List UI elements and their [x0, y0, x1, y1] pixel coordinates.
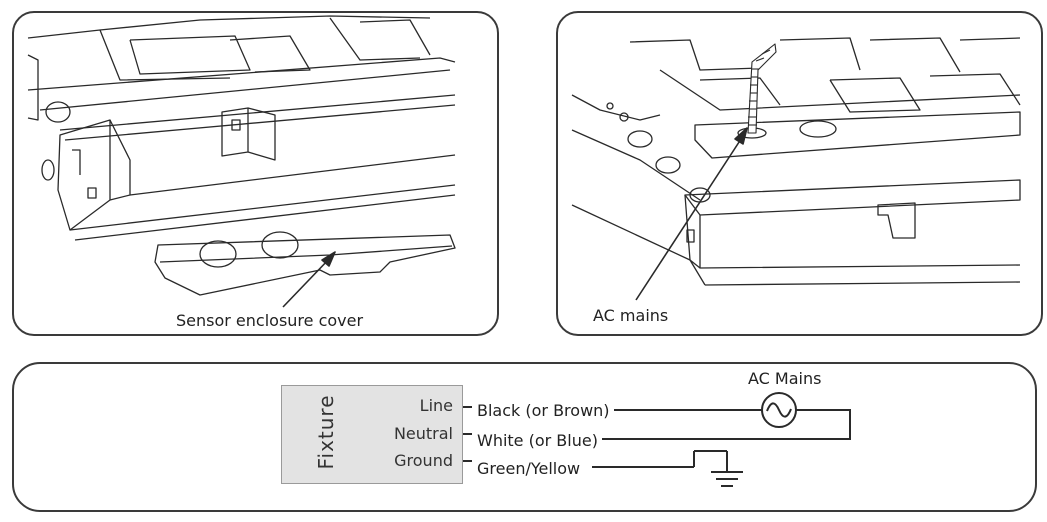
ac-mains-illustration-panel: [556, 11, 1043, 336]
sensor-cover-illustration-panel: [12, 11, 499, 336]
left-fixture-drawing: [27, 15, 456, 296]
fixture-label: Fixture: [314, 394, 338, 470]
flexible-conduit: [747, 43, 777, 134]
right-fixture-drawing: [571, 37, 1021, 286]
wire-line-label: Black (or Brown): [477, 401, 610, 420]
ac-mains-label: AC mains: [593, 306, 669, 325]
ac-source-icon: [761, 392, 797, 428]
wire-neutral-label: White (or Blue): [477, 431, 598, 450]
fixture-block: [281, 385, 463, 484]
sensor-cover-callout-arrow: [282, 251, 336, 308]
ac-mains-callout-arrow: [635, 127, 748, 301]
wire-ground-label: Green/Yellow: [477, 459, 581, 478]
sensor-cover-label: Sensor enclosure cover: [176, 311, 364, 330]
terminal-neutral: Neutral: [393, 424, 453, 443]
wiring-diagram-panel: [12, 362, 1037, 512]
ac-mains-source-label: AC Mains: [748, 369, 822, 388]
wiring-lines: [463, 406, 851, 472]
terminal-line: Line: [419, 396, 453, 415]
ground-symbol-icon: [711, 471, 743, 487]
terminal-ground: Ground: [394, 451, 453, 470]
